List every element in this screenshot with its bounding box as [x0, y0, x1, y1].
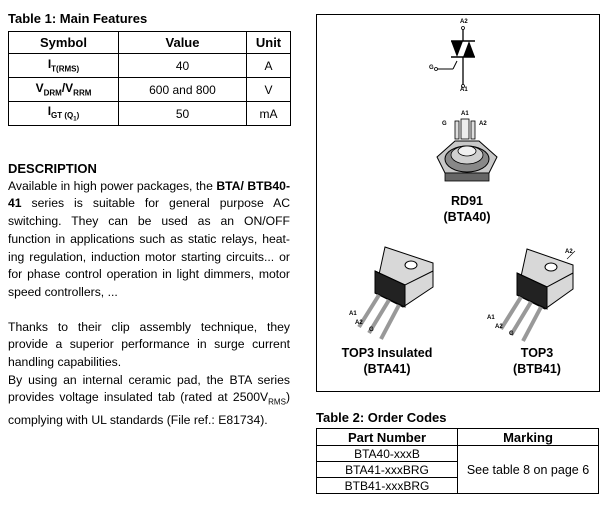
top3-pin-a1: A1: [487, 315, 495, 321]
unit-cell: V: [246, 77, 291, 102]
description-title: DESCRIPTION: [8, 161, 97, 176]
rd91-pin-g: G: [442, 121, 447, 127]
description-section: DESCRIPTION Available in high power pack…: [8, 160, 290, 429]
top3-ins-pin-a2: A2: [355, 320, 363, 326]
table-row: BTB41-xxxBRG: [316, 477, 599, 494]
value-cell: 600 and 800: [118, 77, 247, 102]
top3-ins-pin-a1: A1: [349, 311, 357, 317]
value-cell: 50: [118, 101, 247, 126]
value-cell: 40: [118, 53, 247, 78]
unit-cell: A: [246, 53, 291, 78]
symbol-pin-a2: A2: [460, 19, 468, 25]
col-header-marking: Marking: [457, 428, 599, 446]
part-number-cell: BTA41-xxxBRG: [316, 461, 458, 478]
rd91-pin-a2: A2: [479, 121, 487, 127]
col-header-unit: Unit: [246, 31, 291, 54]
symbol-pin-a1: A1: [460, 87, 468, 93]
unit-cell: mA: [246, 101, 291, 126]
rd91-pin-a1: A1: [461, 111, 469, 117]
symbol-cell: VDRM/VRRM: [8, 77, 119, 102]
top3-pin-a2-tab: A2: [565, 249, 573, 255]
symbol-pin-g: G: [429, 65, 434, 71]
description-paragraph-2: Thanks to their clip assembly technique,…: [8, 319, 290, 370]
table-row: BTA40-xxxB See table 8 on page 6: [316, 445, 599, 494]
packages-panel: A2 G A1 A1 G A2 RD91 (BTA40) A1 A2 G TOP…: [316, 14, 600, 392]
main-features-table: Symbol Value Unit IT(RMS) 40 A VDRM/VRRM…: [8, 31, 291, 126]
symbol-cell: IT(RMS): [8, 53, 119, 78]
marking-cell: See table 8 on page 6: [457, 445, 599, 494]
top3-insulated-package-icon: [357, 246, 434, 340]
part-number-cell: BTB41-xxxBRG: [316, 477, 458, 494]
order-codes-table: Part Number Marking BTA40-xxxB See table…: [316, 428, 599, 494]
table-row: IT(RMS) 40 A: [8, 53, 291, 78]
table-row: IGT (Q1) 50 mA: [8, 101, 291, 126]
description-paragraph-3: By using an internal ceramic pad, the BT…: [8, 372, 290, 427]
triac-symbol-icon: [434, 26, 475, 88]
table2-title: Table 2: Order Codes: [316, 410, 447, 425]
top3-insulated-label: TOP3 Insulated (BTA41): [341, 346, 433, 376]
part-number-cell: BTA40-xxxB: [316, 445, 458, 462]
symbol-cell: IGT (Q1): [8, 101, 119, 126]
top3-pin-g: G: [509, 331, 514, 337]
top3-ins-pin-g: G: [369, 327, 374, 333]
col-header-value: Value: [118, 31, 247, 54]
table1-title: Table 1: Main Features: [8, 11, 148, 26]
rd91-label: RD91 (BTA40): [443, 194, 491, 224]
description-paragraph-1: Available in high power packages, the BT…: [8, 178, 290, 299]
top3-package-icon: [499, 248, 576, 342]
col-header-part-number: Part Number: [316, 428, 458, 446]
top3-label: TOP3 (BTB41): [513, 346, 561, 376]
col-header-symbol: Symbol: [8, 31, 119, 54]
rd91-package-icon: [436, 118, 498, 182]
top3-pin-a2: A2: [495, 324, 503, 330]
table-row: VDRM/VRRM 600 and 800 V: [8, 77, 291, 102]
